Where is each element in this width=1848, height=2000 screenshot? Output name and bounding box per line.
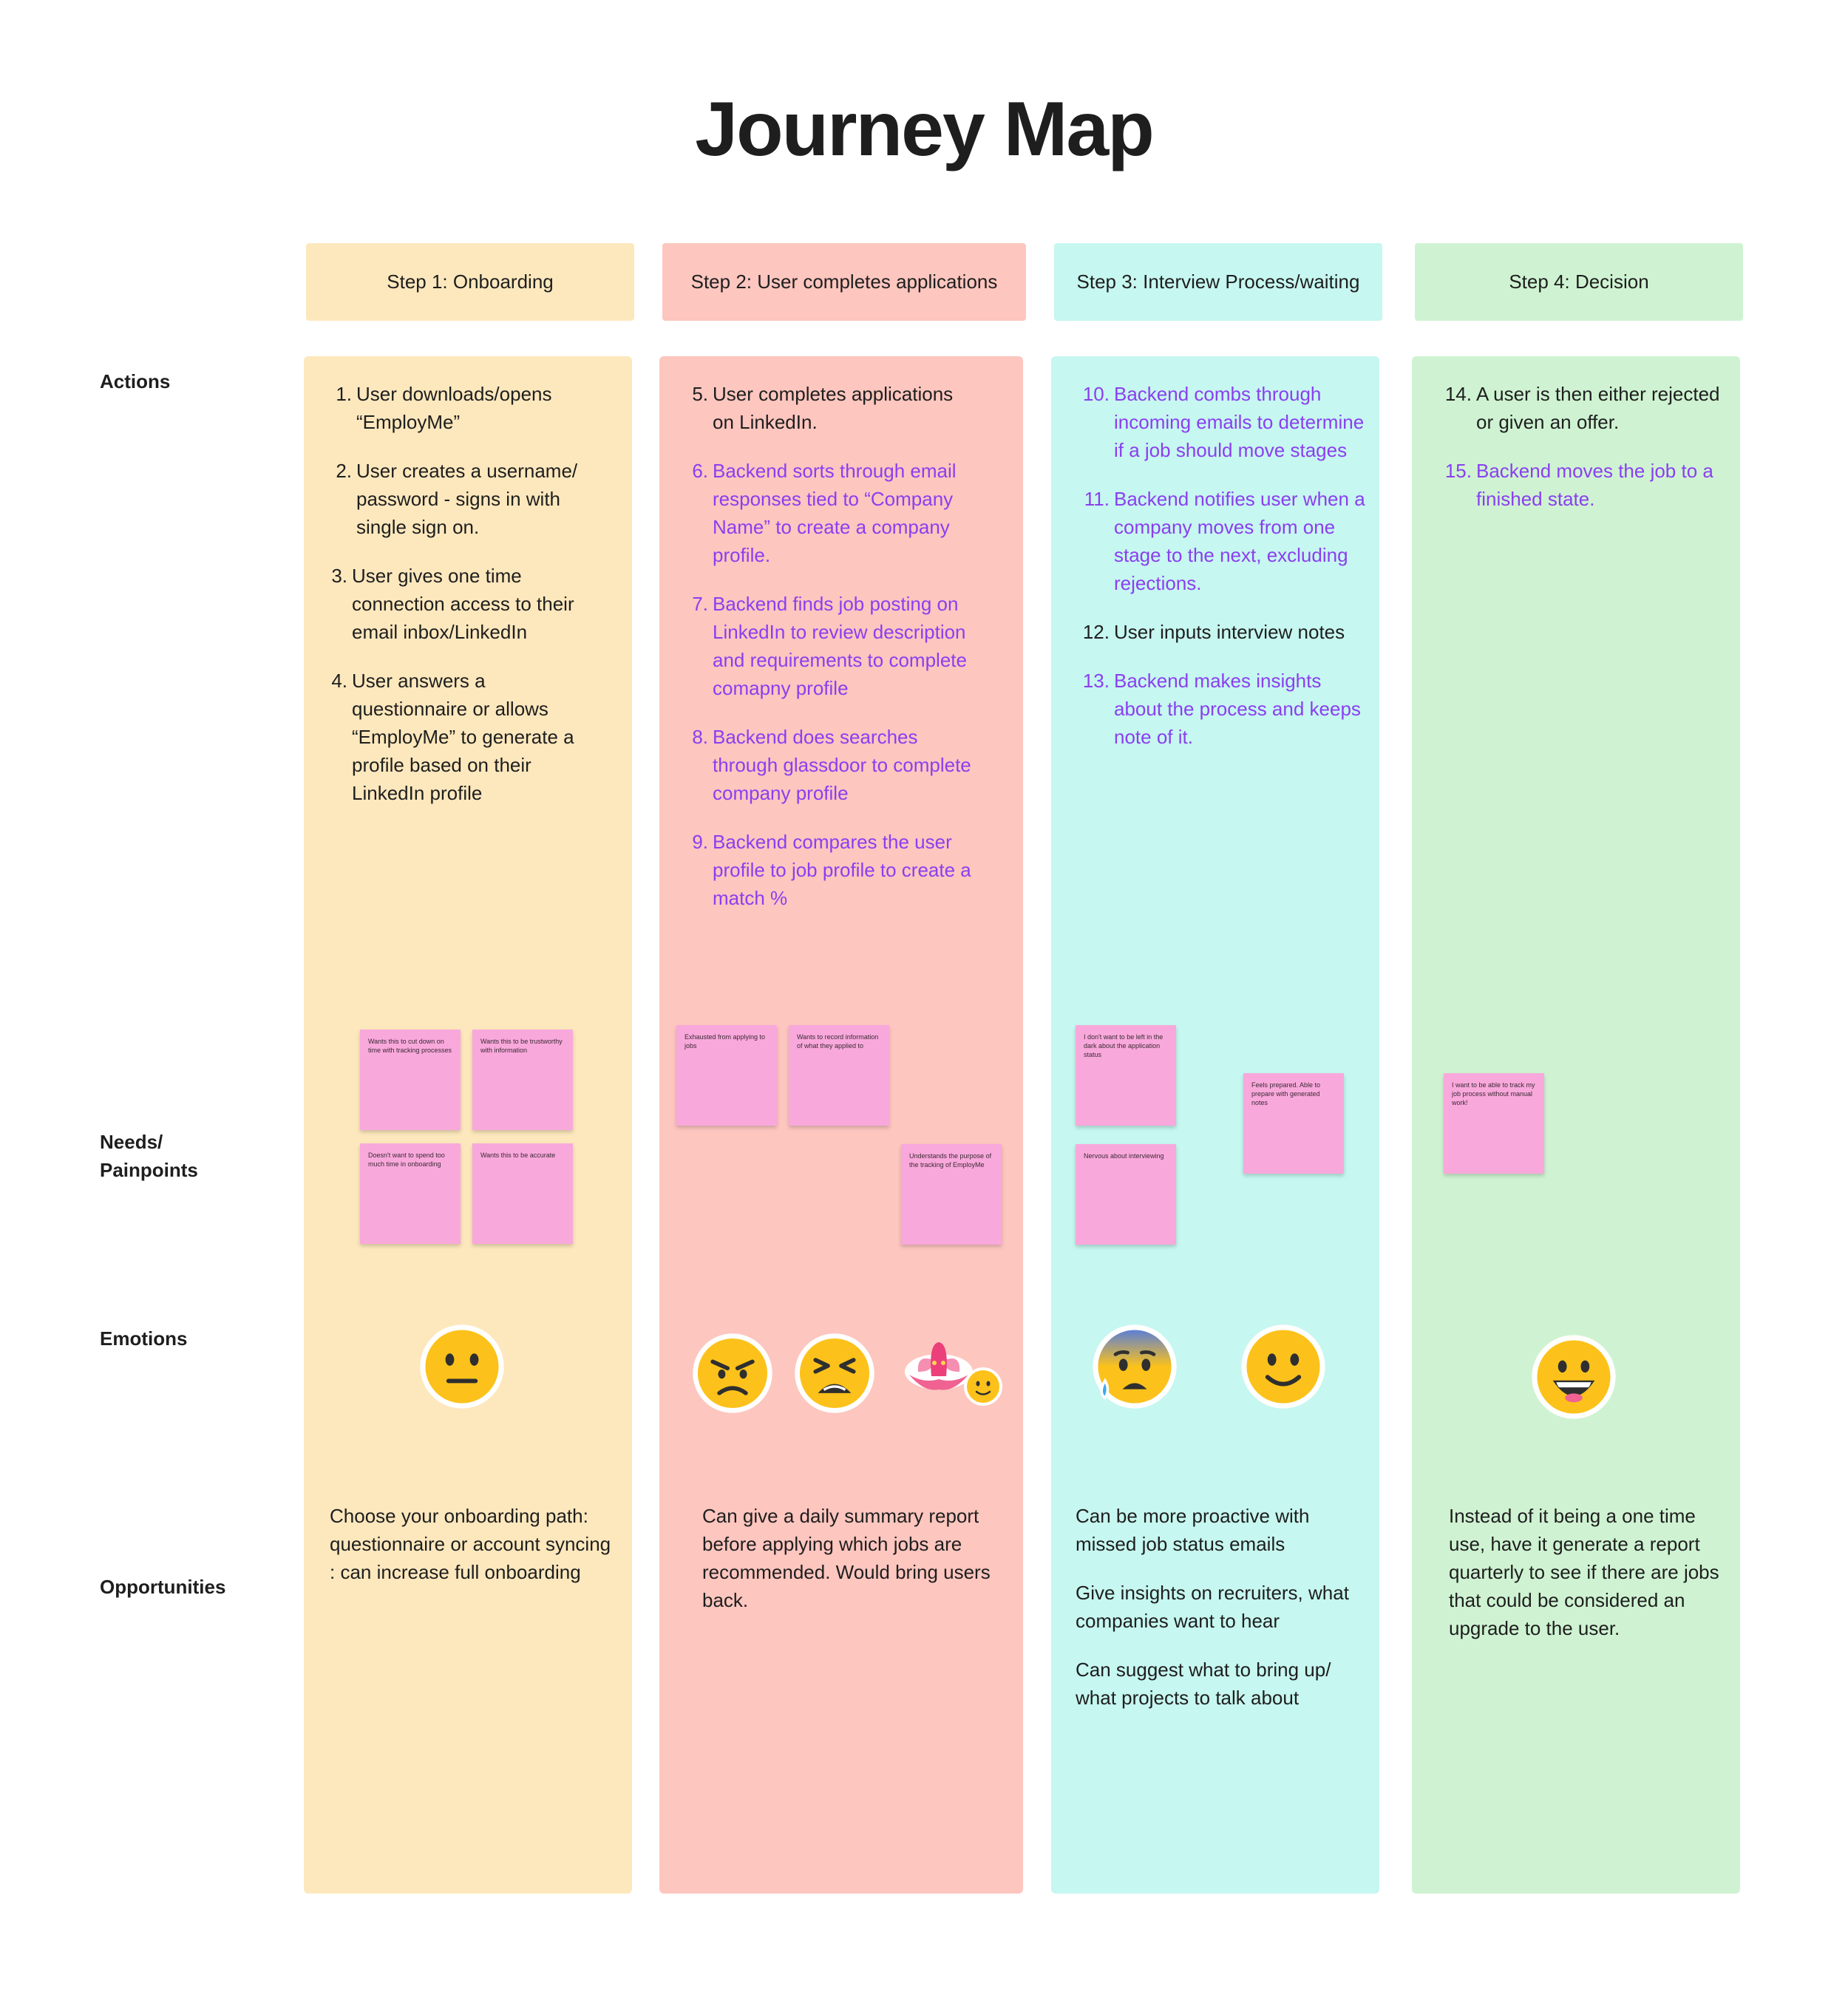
opportunity-text: Can suggest what to bring up/ what proje… [1076, 1659, 1331, 1709]
neutral-face-icon [418, 1323, 506, 1410]
sticky-note[interactable]: Wants this to cut down on time with trac… [360, 1030, 461, 1130]
lotus-icon [900, 1330, 1004, 1412]
action-item: 10.Backend combs through incoming emails… [1082, 383, 1365, 461]
step-3-actions: 10.Backend combs through incoming emails… [1077, 380, 1365, 772]
opportunity-text: Give insights on recruiters, what compan… [1076, 1582, 1349, 1632]
action-item: 5.User completes applications on LinkedI… [692, 383, 954, 433]
page-title: Journey Map [695, 86, 1154, 172]
row-label-emotions: Emotions [100, 1327, 188, 1350]
step-3-opportunities: Can be more proactive with missed job st… [1076, 1502, 1364, 1732]
sticky-note[interactable]: Feels prepared. Able to prepare with gen… [1243, 1073, 1344, 1174]
sticky-note[interactable]: I don't want to be left in the dark abou… [1076, 1025, 1176, 1126]
sticky-note[interactable]: Wants to record information of what they… [789, 1025, 889, 1126]
row-label-needs: Needs/ Painpoints [100, 1131, 198, 1181]
step-2-opportunities: Can give a daily summary report before a… [702, 1502, 991, 1635]
action-item: 12.User inputs interview notes [1082, 621, 1345, 643]
sticky-note[interactable]: Doesn't want to spend too much time in o… [360, 1143, 461, 1244]
grinning-face-icon [1530, 1333, 1617, 1421]
step-1-opportunities: Choose your onboarding path: questionnai… [330, 1502, 618, 1607]
sticky-note[interactable]: I want to be able to track my job proces… [1444, 1073, 1544, 1174]
step-1-header: Step 1: Onboarding [306, 243, 634, 321]
opportunity-text: Choose your onboarding path: questionnai… [330, 1505, 611, 1583]
action-item: 8.Backend does searches through glassdoo… [692, 726, 971, 804]
sticky-note[interactable]: Understands the purpose of the tracking … [901, 1144, 1002, 1245]
angry-face-icon [691, 1332, 774, 1415]
action-item: 7.Backend finds job posting on LinkedIn … [692, 593, 967, 699]
opportunity-text: Instead of it being a one time use, have… [1449, 1505, 1719, 1639]
sticky-note[interactable]: Wants this to be accurate [472, 1143, 573, 1244]
row-label-opportunities: Opportunities [100, 1576, 226, 1598]
step-4-actions: 14.A user is then either rejected or giv… [1439, 380, 1729, 534]
sticky-note[interactable]: Nervous about interviewing [1076, 1144, 1176, 1245]
action-item: 14.A user is then either rejected or giv… [1444, 383, 1720, 433]
action-item: 1.User downloads/opens “EmployMe” [336, 383, 552, 433]
action-item: 4.User answers a questionnaire or allows… [331, 670, 574, 804]
opportunity-text: Can be more proactive with missed job st… [1076, 1505, 1310, 1555]
action-item: 15.Backend moves the job to a finished s… [1444, 460, 1713, 510]
step-3-header: Step 3: Interview Process/waiting [1054, 243, 1382, 321]
action-item: 2.User creates a username/ password - si… [336, 460, 578, 538]
action-item: 9.Backend compares the user profile to j… [692, 831, 971, 909]
sticky-note[interactable]: Wants this to be trustworthy with inform… [472, 1030, 573, 1130]
step-2-actions: 5.User completes applications on LinkedI… [677, 380, 973, 933]
step-4-header: Step 4: Decision [1415, 243, 1743, 321]
opportunity-text: Can give a daily summary report before a… [702, 1505, 991, 1611]
action-item: 3.User gives one time connection access … [331, 565, 574, 643]
action-item: 6.Backend sorts through email responses … [692, 460, 957, 566]
action-item: 13.Backend makes insights about the proc… [1082, 670, 1361, 748]
step-4-opportunities: Instead of it being a one time use, have… [1449, 1502, 1722, 1663]
anxious-face-with-sweat-icon [1091, 1323, 1178, 1410]
step-1-actions: 1.User downloads/opens “EmployMe” 2.User… [321, 380, 602, 828]
row-label-actions: Actions [100, 370, 171, 392]
sticky-note[interactable]: Exhausted from applying to jobs [676, 1025, 777, 1126]
step-2-header: Step 2: User completes applications [662, 243, 1026, 321]
tired-face-icon [793, 1332, 876, 1415]
step-1-column [304, 356, 632, 1894]
action-item: 11.Backend notifies user when a company … [1084, 488, 1365, 594]
slightly-smiling-face-icon [1240, 1323, 1327, 1410]
